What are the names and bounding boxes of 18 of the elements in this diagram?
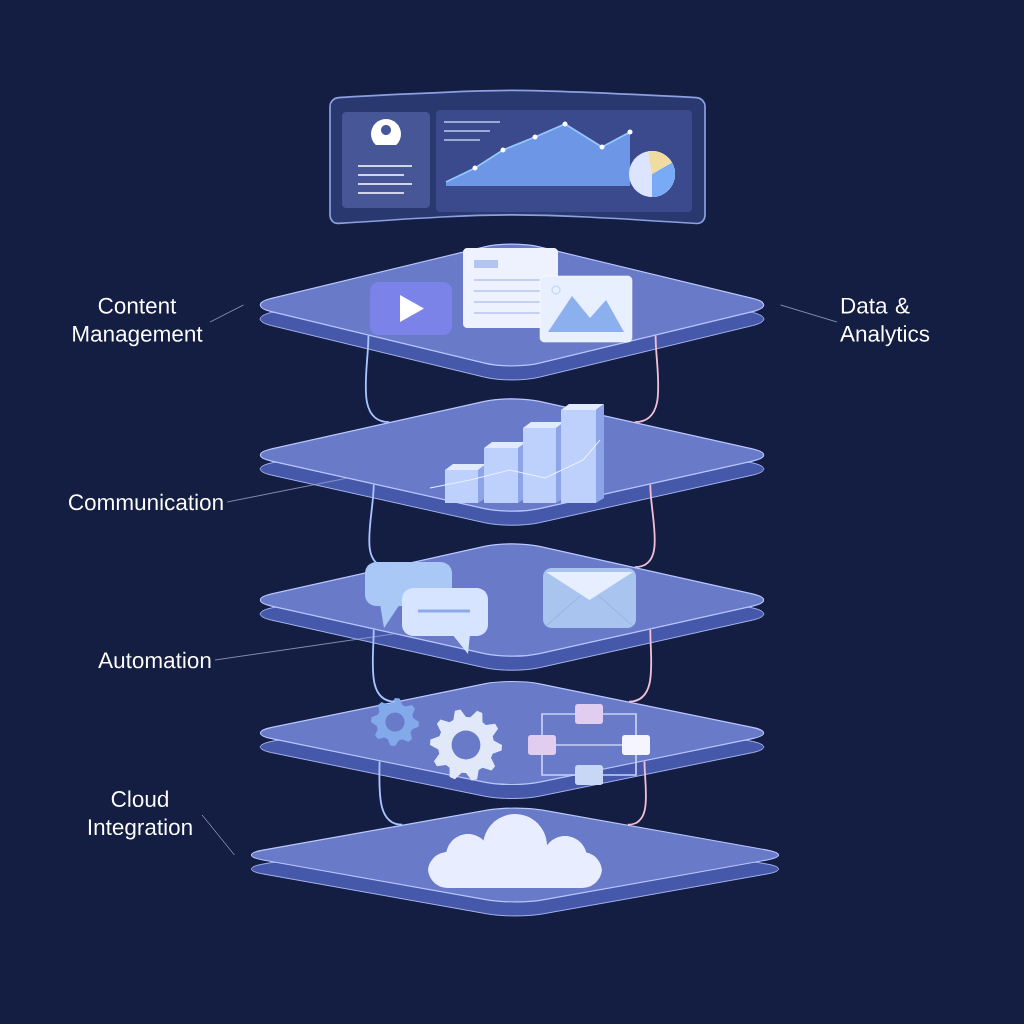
connector-line — [378, 760, 404, 826]
connector-line — [626, 760, 647, 826]
connector-line — [633, 334, 660, 424]
leader-line — [201, 814, 235, 856]
layer-label: Data & Analytics — [840, 297, 930, 347]
connector-line — [633, 483, 656, 569]
leader-line — [209, 304, 244, 323]
layer-label: Communication — [69, 493, 223, 511]
layer-label: Content Management — [73, 297, 203, 347]
connector-line — [368, 483, 391, 569]
layer-label: Cloud Integration — [88, 790, 192, 840]
leader-line — [214, 633, 395, 661]
connector-line — [364, 334, 391, 424]
leader-line — [780, 304, 838, 323]
layer-label: Automation — [98, 651, 211, 669]
connector-line — [371, 628, 396, 703]
connector-line — [628, 628, 653, 703]
leader-line — [226, 477, 347, 503]
